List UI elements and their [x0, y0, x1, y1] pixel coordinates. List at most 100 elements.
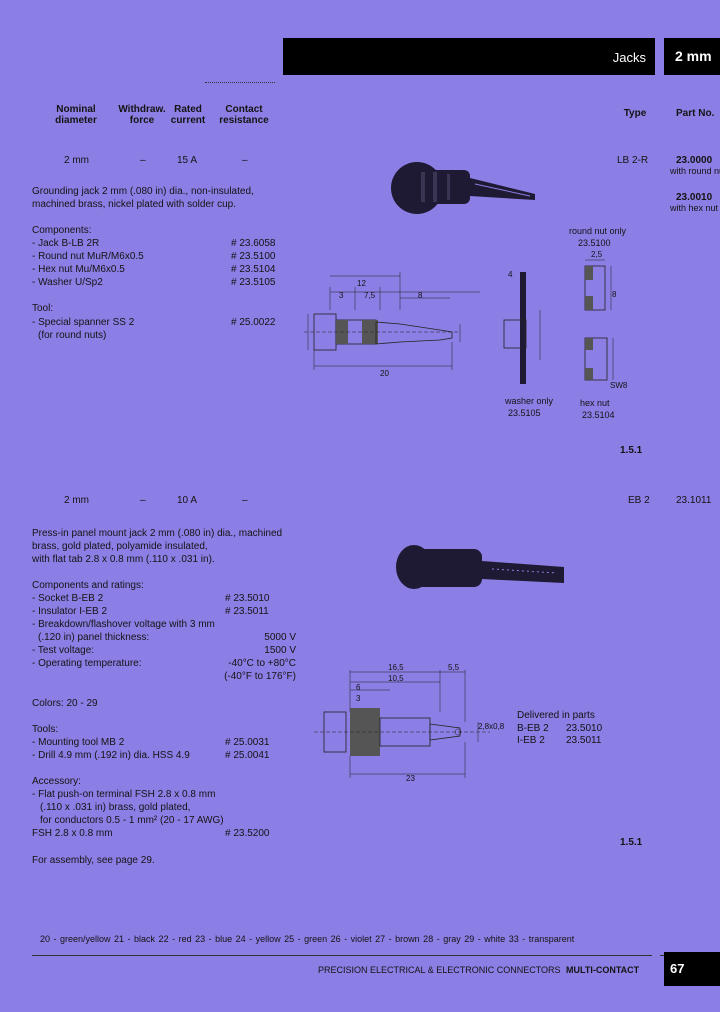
footer-rule	[32, 955, 652, 956]
p1-part2: 23.0010	[676, 192, 713, 203]
size-title: 2 mm	[664, 38, 720, 75]
p1-washer-no: 23.5105	[508, 408, 541, 418]
p2-dim-6: 6	[356, 683, 361, 692]
p1-comp-2-no: # 23.5100	[231, 251, 276, 262]
p1-hex-nut-no: 23.5104	[582, 410, 615, 420]
p2-drawing	[314, 670, 490, 778]
p2-resistance: –	[242, 495, 248, 506]
p1-dim-20: 20	[380, 369, 389, 378]
p2-colors: Colors: 20 - 29	[32, 698, 98, 709]
p1-resistance: –	[242, 155, 248, 166]
p1-withdraw: –	[140, 155, 146, 166]
p1-comp-4: - Washer U/Sp2	[32, 277, 103, 288]
p2-desc-3: with flat tab 2.8 x 0.8 mm (.110 x .031 …	[32, 554, 215, 565]
page-number: 67	[664, 952, 720, 986]
divider	[205, 82, 275, 83]
p2-acc-name: FSH 2.8 x 0.8 mm	[32, 828, 113, 839]
p1-round-nut-label: round nut only	[569, 226, 627, 236]
p2-tool-2: - Drill 4.9 mm (.192 in) dia. HSS 4.9	[32, 750, 190, 761]
p2-comp-2: - Insulator I-EB 2	[32, 606, 108, 617]
p1-comp-3-no: # 23.5104	[231, 264, 276, 275]
col-type: Type	[623, 108, 647, 119]
p1-washer-label: washer only	[505, 396, 554, 406]
p1-part2-note: with hex nut	[670, 203, 719, 213]
p2-tool-1-no: # 25.0031	[225, 737, 270, 748]
col-nominal: Nominal diameter	[55, 104, 97, 126]
p2-components-title: Components and ratings:	[32, 580, 144, 591]
p2-delivered-2: I-EB 2	[517, 735, 545, 746]
p1-hex-nut-label: hex nut	[580, 398, 610, 408]
p2-withdraw: –	[140, 495, 146, 506]
p2-dim-28: 2,8x0,8	[478, 722, 505, 731]
footer-brand: MULTI-CONTACT	[566, 965, 640, 975]
p2-dim-165: 16,5	[388, 663, 404, 672]
p2-test-label: - Test voltage:	[32, 645, 95, 656]
p1-ref: 1.5.1	[620, 445, 643, 456]
p2-dim-105: 10,5	[388, 674, 404, 683]
p1-tool-title: Tool:	[32, 303, 54, 314]
p2-delivered-1: B-EB 2	[517, 723, 549, 734]
p2-delivered-1-no: 23.5010	[566, 723, 603, 734]
col-part: Part No.	[676, 108, 715, 119]
p1-dim-washer: 4	[508, 270, 513, 279]
p1-dim-8b: 8	[612, 290, 617, 299]
p1-dim-75: 7,5	[364, 291, 376, 300]
p1-diameter: 2 mm	[64, 155, 89, 166]
p1-tool-name: - Special spanner SS 2	[32, 317, 135, 328]
colors-legend: 20 - green/yellow 21 - black 22 - red 23…	[40, 934, 575, 944]
p1-comp-4-no: # 23.5105	[231, 277, 276, 288]
p2-comp-2-no: # 23.5011	[225, 606, 269, 617]
p2-delivered-title: Delivered in parts	[517, 710, 595, 721]
p2-ref: 1.5.1	[620, 837, 643, 848]
p1-desc-2: machined brass, nickel plated with solde…	[32, 199, 236, 210]
p2-temp-val-f: (-40°F to 176°F)	[224, 671, 296, 682]
p2-comp-1-no: # 23.5010	[225, 593, 270, 604]
p2-acc-line-3: for conductors 0.5 - 1 mm² (20 - 17 AWG)	[40, 815, 224, 826]
p2-desc-2: brass, gold plated, polyamide insulated,	[32, 541, 208, 552]
p2-jack-photo	[396, 545, 564, 589]
p1-current: 15 A	[177, 155, 198, 166]
p1-dim-sw: SW8	[610, 381, 628, 390]
p1-tool-note: (for round nuts)	[38, 330, 107, 341]
p2-acc-no: # 23.5200	[225, 828, 270, 839]
p1-part1: 23.0000	[676, 155, 713, 166]
p2-temp-val: -40°C to +80°C	[228, 658, 296, 669]
p2-assembly: For assembly, see page 29.	[32, 855, 155, 866]
p1-comp-3: - Hex nut Mu/M6x0.5	[32, 264, 125, 275]
p1-drawing	[304, 272, 541, 384]
p1-jack-photo	[391, 162, 535, 214]
p2-temp-label: - Operating temperature:	[32, 658, 142, 669]
p2-dim-55: 5,5	[448, 663, 460, 672]
p1-type: LB 2-R	[617, 155, 649, 166]
section-title: Jacks	[612, 50, 646, 65]
col-contact: Contact resistance	[219, 104, 269, 126]
p2-acc-line-2: (.110 x .031 in) brass, gold plated,	[40, 802, 191, 813]
p1-comp-1-no: # 23.6058	[231, 238, 276, 249]
p1-part1-note: with round nut	[670, 166, 720, 176]
p2-breakdown-2: (.120 in) panel thickness:	[38, 632, 150, 643]
p2-dim-23: 23	[406, 774, 415, 783]
p2-accessory-title: Accessory:	[32, 776, 81, 787]
footer-text: PRECISION ELECTRICAL & ELECTRONIC CONNEC…	[318, 965, 561, 975]
p1-comp-1: - Jack B-LB 2R	[32, 238, 100, 249]
p2-test-val: 1500 V	[264, 645, 296, 656]
col-rated: Rated current	[170, 104, 206, 126]
p2-acc-line-1: - Flat push-on terminal FSH 2.8 x 0.8 mm	[32, 789, 216, 800]
p2-comp-1: - Socket B-EB 2	[32, 593, 104, 604]
p2-type: EB 2	[628, 495, 650, 506]
p2-part: 23.1011	[676, 495, 712, 506]
p1-round-nut-drawing	[584, 259, 612, 311]
p2-tools-title: Tools:	[32, 724, 59, 735]
p2-diameter: 2 mm	[64, 495, 89, 506]
p1-hex-nut-drawing	[584, 337, 614, 381]
p1-tool-no: # 25.0022	[231, 317, 276, 328]
p1-dim-25: 2,5	[591, 250, 603, 259]
p2-tool-2-no: # 25.0041	[225, 750, 270, 761]
p2-breakdown-val: 5000 V	[264, 632, 296, 643]
col-withdraw: Withdraw. force	[118, 104, 166, 126]
p2-tool-1: - Mounting tool MB 2	[32, 737, 125, 748]
p1-components-title: Components:	[32, 225, 92, 236]
p1-dim-8: 8	[418, 291, 423, 300]
header-bar	[283, 38, 655, 75]
p2-delivered-2-no: 23.5011	[566, 735, 602, 746]
